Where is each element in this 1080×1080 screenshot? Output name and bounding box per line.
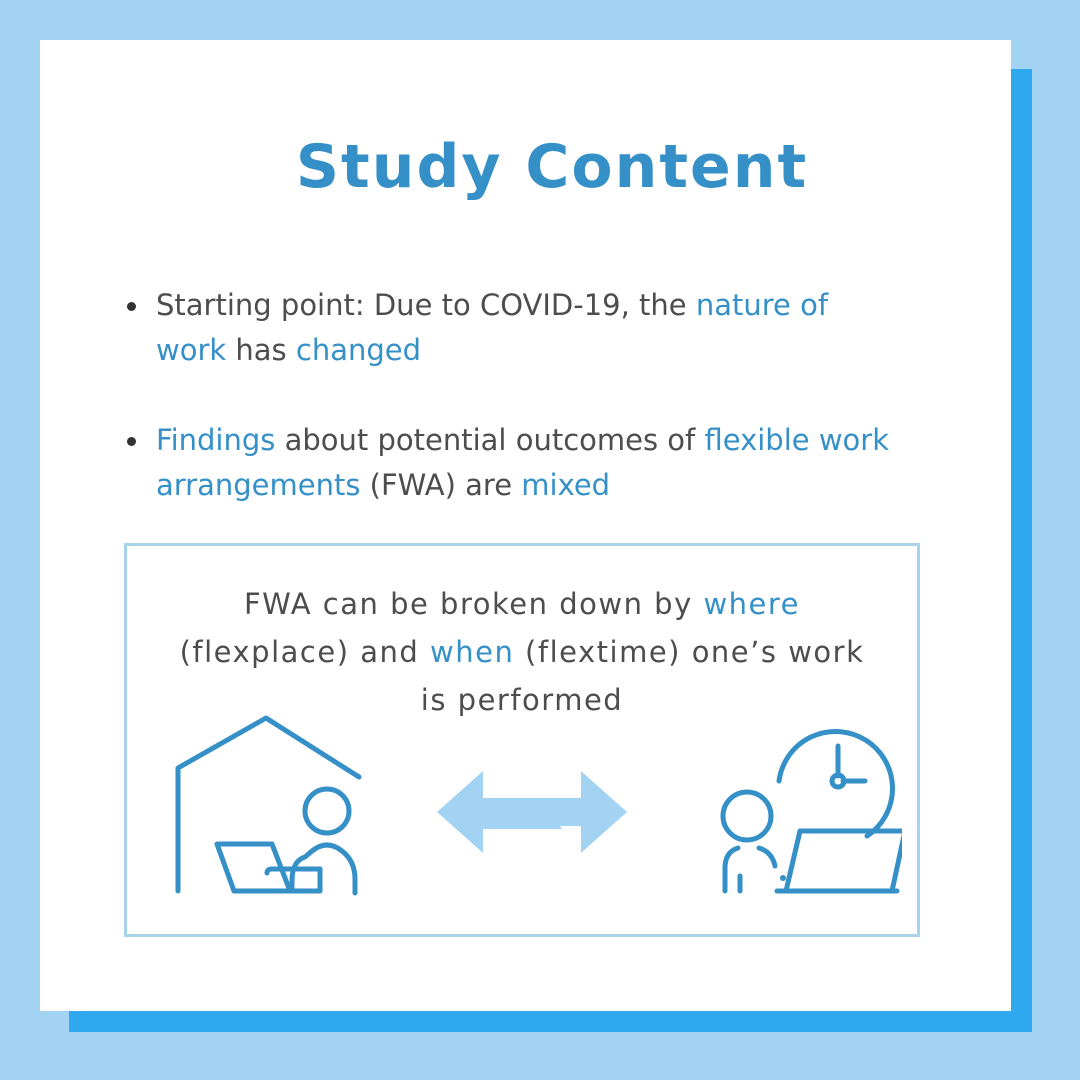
home-office-laptop-icon [175, 715, 362, 896]
highlight-flexible-work: flexible work [704, 423, 890, 457]
highlight-where: where [703, 587, 801, 621]
page-title: Study Content [295, 132, 809, 202]
highlight-when: when [430, 635, 515, 669]
highlight-mixed: mixed [521, 468, 611, 502]
fwa-text: (flextime) one’s work [514, 635, 865, 669]
bullet-item-starting-point: Starting point: Due to COVID-19, the nat… [127, 283, 946, 373]
bullet-text: about potential outcomes of [275, 423, 705, 457]
bullet-text: Starting point: Due to COVID-19, the [156, 288, 696, 322]
fwa-info-box: FWA can be broken down by where (flexplac… [124, 543, 920, 937]
highlight-nature-of: nature of [695, 288, 829, 322]
fwa-text: (flexplace) and [179, 635, 431, 669]
content-card: Study Content Starting point: Due to COV… [40, 40, 1011, 1011]
fwa-text: FWA can be broken down by [243, 587, 704, 621]
highlight-arrangements: arrangements [156, 468, 361, 502]
highlight-work: work [156, 333, 227, 367]
swap-arrows-icon [437, 771, 627, 853]
fwa-description: FWA can be broken down by where (flexplac… [127, 580, 917, 724]
highlight-findings: Findings [156, 423, 276, 457]
bullet-text: (FWA) are [360, 468, 522, 502]
highlight-changed: changed [295, 333, 422, 367]
bullet-dot [127, 437, 136, 446]
bullet-text: has [226, 333, 296, 367]
bullet-list: Starting point: Due to COVID-19, the nat… [127, 283, 946, 553]
clock-worker-laptop-icon [720, 729, 902, 894]
fwa-text: is performed [420, 683, 624, 717]
bullet-dot [127, 302, 136, 311]
bullet-item-findings: Findings about potential outcomes of fle… [127, 418, 946, 508]
